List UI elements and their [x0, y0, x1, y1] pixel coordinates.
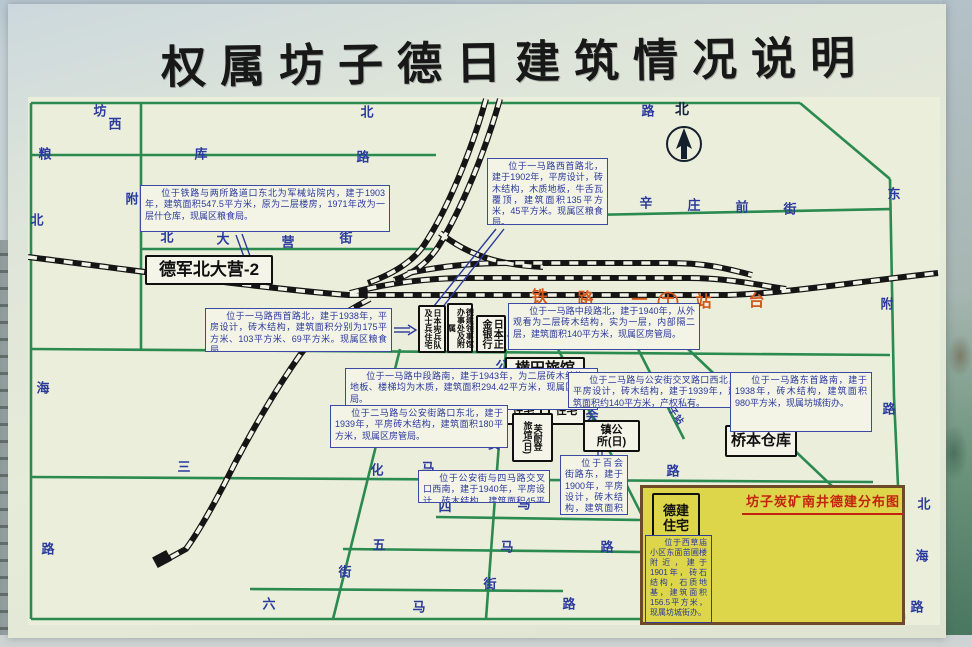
street-label: 街: [483, 576, 497, 592]
street-label: 坊: [93, 103, 107, 119]
street-label: 马: [412, 599, 426, 615]
street-label: 海: [36, 380, 50, 396]
street-label: 路: [600, 539, 614, 555]
street-label: 路: [41, 541, 55, 557]
street-label: 街: [338, 564, 352, 580]
note-armory-site-1903: 位于铁路与两所路道口东北为军械站院内，建于1903年，建筑面积547.5平方米，…: [140, 185, 390, 232]
street-label: 街: [783, 201, 797, 217]
street-label: 前: [735, 199, 749, 215]
street-label: 五: [372, 537, 386, 553]
note-1943-building: 位于一马路中段路南，建于1943年，为二层砖木结构，地板、楼梯均为木质，建筑面积…: [345, 368, 598, 410]
street-label: 化: [370, 462, 384, 478]
box-funaideng-hotel: 芙耐登 旅馆(日): [512, 413, 553, 462]
box-german-north-camp: 德军北大营-2: [145, 255, 273, 285]
street-label: 街: [339, 230, 353, 246]
street-label: 路: [641, 103, 655, 119]
street-label: 马: [500, 539, 514, 555]
note-1938-building: 位于一马路西首路北，建于1938年，平房设计，砖木结构，建筑面积分别为175平方…: [205, 308, 392, 352]
street-label: 库: [194, 146, 208, 162]
street-label: 路: [882, 401, 896, 417]
note-1938-hashimoto: 位于一马路东首路南，建于1938年，砖木结构，建筑面积980平方米，现属坊城街办…: [730, 372, 872, 432]
street-label: 铁: [531, 289, 549, 306]
street-label: 庄: [687, 197, 701, 213]
street-label: 三: [177, 459, 191, 475]
street-label: 路: [666, 463, 680, 479]
street-label: 六: [262, 596, 276, 612]
street-label: 北: [917, 496, 931, 512]
box-yokohama-specie-bank: 日本正 金银行: [476, 315, 506, 353]
compass-label: 北: [675, 101, 689, 117]
street-label: 台: [748, 293, 766, 310]
note-1940-building: 位于公安街与四马路交叉口西南，建于1940年，平房设计，砖木结构，建筑面积45平…: [418, 470, 550, 503]
box-japanese-gendarmerie: 日本宪兵队 及士兵住宅: [418, 305, 446, 353]
street-label: 附: [880, 296, 894, 312]
street-label: 北: [30, 212, 44, 228]
railway-lines: [28, 98, 939, 569]
street-label: 营: [281, 234, 295, 250]
note-1900-building: 位于百会街路东，建于1900年，平房设计，砖木结构，建筑面积64平方米，现属区房…: [560, 455, 628, 515]
note-1902-building: 位于一马路西首路北，建于1902年，平房设计，砖木结构，木质地板，牛舌瓦覆顶，建…: [487, 158, 608, 225]
street-label: 路: [910, 599, 924, 615]
note-1901-inset: 位于西草庙小区东面苗圃楼附近，建于1901年，砖石结构，石质地基，建筑面积156…: [645, 535, 712, 623]
note-1939-private: 位于二马路与公安街交叉路口西北，平房设计，砖木结构，建于1939年，建筑面积约1…: [568, 372, 742, 408]
inset-title: 坊子炭矿南井德建分布图: [742, 491, 904, 515]
street-label: 会: [585, 408, 599, 424]
page-title: 权属坊子德日建筑情况说明: [160, 32, 870, 93]
map-panel: 坊西粮库路北路附北海路北大营街小辛庄前街东附路铁路一站台公安街商会街二三马路四马…: [28, 97, 940, 625]
street-label: 路: [562, 596, 576, 612]
street-label: 粮: [38, 146, 52, 162]
note-1939-building: 位于二马路与公安街路口东北，建于1939年，平房砖木结构，建筑面积180平方米，…: [330, 405, 508, 448]
street-label: 附: [125, 191, 139, 207]
information-board: 权属坊子德日建筑情况说明: [8, 4, 946, 638]
box-german-consulate: 德建领事馆 办事处及附属: [447, 303, 474, 353]
street-label: 东: [887, 186, 901, 202]
street-label: 北: [160, 229, 174, 245]
photo-margin-foliage: [942, 0, 972, 647]
compass-icon: [666, 126, 702, 162]
street-label: 大: [216, 231, 230, 247]
street-label: 西: [108, 116, 122, 132]
street-label: 四: [438, 499, 452, 515]
street-label: 海: [915, 548, 929, 564]
street-label: 路: [356, 149, 370, 165]
photo-margin-bottom: [0, 635, 972, 647]
street-label: 北: [360, 104, 374, 120]
box-town-office: 镇公 所(日): [583, 420, 640, 452]
street-label: 辛: [639, 195, 653, 211]
note-1940-station-north: 位于一马路中段路北，建于1940年，从外观看为二层砖木结构，实为一层，内部隔二层…: [508, 303, 700, 350]
